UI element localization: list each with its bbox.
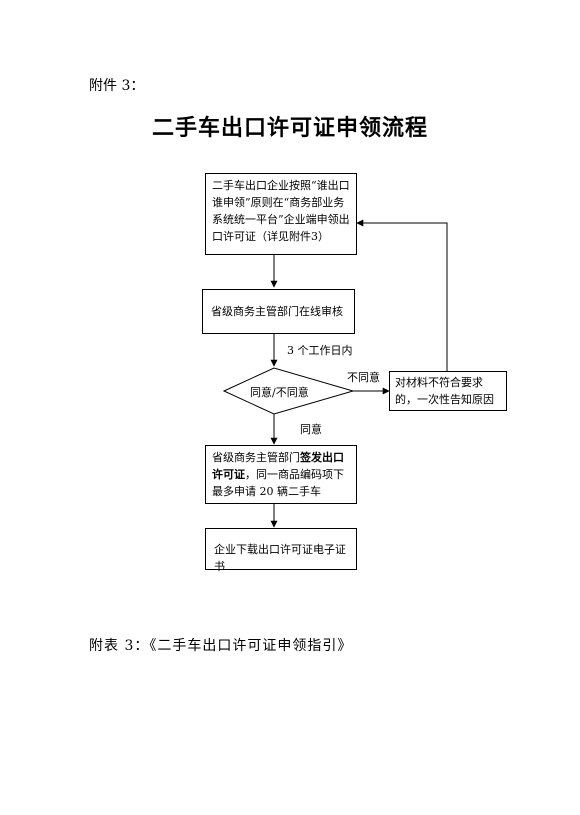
step4-box: 企业下载出口许可证电子证书 [205, 528, 357, 573]
arrow-reject-to-step1 [356, 219, 448, 371]
step3-box: 省级商务主管部门签发出口许可证，同一商品编码项下最多申请 20 辆二手车 [205, 445, 357, 504]
step3-text: 省级商务主管部门签发出口许可证，同一商品编码项下最多申请 20 辆二手车 [212, 449, 350, 500]
step3-text-bold: 签发出口许可证 [212, 451, 344, 481]
reject-text: 对材料不符合要求的，一次性告知原因 [395, 376, 494, 406]
disagree-label: 不同意 [347, 371, 380, 384]
step1-box: 二手车出口企业按照“谁出口谁申领”原则在“商务部业务系统统一平台”企业端申领出口… [205, 173, 357, 255]
step3-text-pre: 省级商务主管部门 [212, 451, 300, 464]
step2-box: 省级商务主管部门在线审核 [202, 289, 355, 334]
step3-text-post: ，同一商品编码项下最多申请 20 辆二手车 [212, 468, 344, 498]
reject-box: 对材料不符合要求的，一次性告知原因 [389, 371, 507, 411]
agree-label: 同意 [300, 423, 322, 436]
footer-note: 附表 3：《二手车出口许可证申领指引》 [89, 638, 353, 654]
step2-text: 省级商务主管部门在线审核 [211, 305, 343, 318]
page-title: 二手车出口许可证申领流程 [151, 115, 428, 141]
attachment-label: 附件 3： [89, 78, 145, 94]
step4-text: 企业下载出口许可证电子证书 [214, 543, 346, 573]
step1-text: 二手车出口企业按照“谁出口谁申领”原则在“商务部业务系统统一平台”企业端申领出口… [212, 179, 350, 243]
time-label: 3 个工作日内 [287, 344, 353, 357]
decision-text: 同意/不同意 [250, 386, 309, 399]
